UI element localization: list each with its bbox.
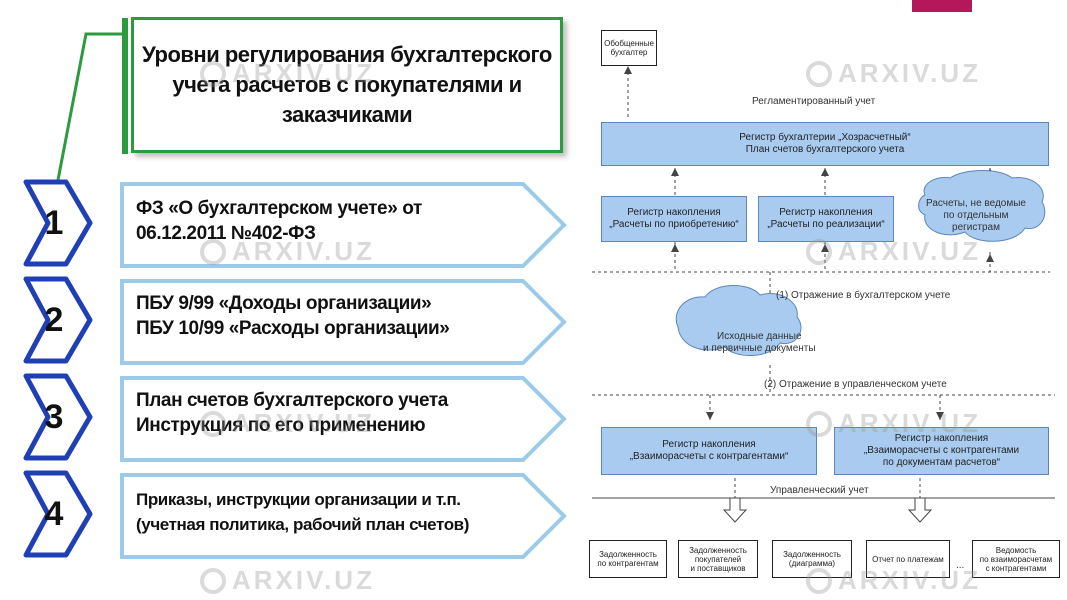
level-3-number: 3 [22, 372, 94, 467]
level-1-number: 1 [22, 178, 94, 273]
level-2-item: ПБУ 9/99 «Доходы организации» ПБУ 10/99 … [118, 277, 568, 372]
watermark-logo-icon [806, 410, 832, 437]
levels-title: Уровни регулирования бухгалтерского учет… [142, 42, 552, 127]
register-acquisition-box: Регистр накопления „Расчеты по приобрете… [601, 196, 747, 242]
main-register-box: Регистр бухгалтерии „Хозрасчетный“ План … [601, 122, 1049, 166]
watermark-logo-icon [200, 60, 226, 87]
level-4-number: 4 [22, 469, 94, 564]
level-4-item: Приказы, инструкции организации и т.п. (… [118, 471, 568, 566]
level-3-item: План счетов бухгалтерского учета Инструк… [118, 374, 568, 469]
level-2-number: 2 [22, 275, 94, 370]
cloud-settlements-label: Расчеты, не ведомые по отдельным регистр… [926, 198, 1026, 233]
watermark: ARXIV.UZ [200, 408, 375, 439]
watermark-logo-icon [806, 567, 832, 594]
watermark: ARXIV.UZ [200, 236, 375, 267]
watermark-logo-icon [200, 410, 226, 437]
watermark-logo-icon [200, 238, 226, 265]
connector-line [56, 32, 128, 180]
report-payments: Отчет по платежам [866, 540, 950, 578]
report-debt-buyers-suppliers: Задолженность покупателей и поставщиков [678, 540, 758, 578]
level-1-text: ФЗ «О бухгалтерском учете» от 06.12.2011… [136, 198, 422, 244]
watermark-logo-icon [806, 238, 832, 265]
watermark-logo-icon [806, 60, 832, 87]
report-mutual-statement: Ведомость по взаиморасчетам с контрагент… [972, 540, 1060, 578]
register-mutual-box: Регистр накопления „Взаиморасчеты с конт… [601, 427, 817, 475]
reports-ellipsis: ... [956, 560, 965, 571]
diagram-lines [592, 66, 1055, 523]
label-accounting-reflect: (1) Отражение в бухгалтерском учете [776, 290, 951, 301]
watermark: ARXIV.UZ [200, 565, 375, 596]
register-sales-box: Регистр накопления „Расчеты по реализаци… [758, 196, 894, 242]
label-management-accounting: Управленческий учет [770, 485, 869, 496]
top-small-box: Обобщенные бухгалтер [601, 30, 657, 66]
level-1-item: ФЗ «О бухгалтерском учете» от 06.12.2011… [118, 180, 568, 275]
level-2-text: ПБУ 9/99 «Доходы организации» ПБУ 10/99 … [136, 293, 450, 339]
cloud-source-label: Исходные данные и первичные документы [703, 331, 816, 354]
watermark-logo-icon [200, 567, 226, 594]
watermark: ARXIV.UZ [200, 58, 375, 89]
watermark: ARXIV.UZ [806, 236, 981, 267]
watermark: ARXIV.UZ [806, 565, 981, 596]
report-debt-counterparties: Задолженность по контрагентам [589, 540, 667, 578]
title-bracket [122, 18, 128, 154]
label-management-reflect: (2) Отражение в управленческом учете [764, 379, 947, 390]
label-regulated-accounting: Регламентированный учет [752, 96, 876, 107]
level-4-text: Приказы, инструкции организации и т.п. (… [136, 490, 469, 534]
register-mutual-docs-box: Регистр накопления „Взаиморасчеты с конт… [834, 427, 1049, 475]
levels-title-box: Уровни регулирования бухгалтерского учет… [131, 17, 563, 153]
watermark: ARXIV.UZ [806, 408, 981, 439]
accent-tab [912, 0, 972, 12]
watermark: ARXIV.UZ [806, 58, 981, 89]
